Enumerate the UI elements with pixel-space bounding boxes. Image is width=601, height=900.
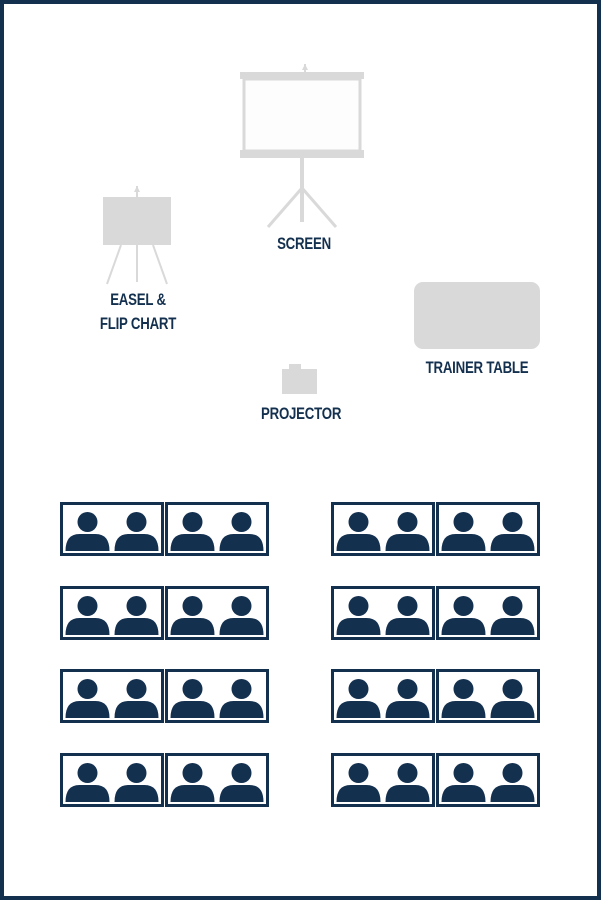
person-icon	[385, 596, 430, 635]
trainee-desk	[60, 669, 164, 723]
person-icon	[65, 512, 110, 551]
person-icon	[114, 679, 159, 718]
trainee-desk	[331, 502, 435, 556]
person-icon	[170, 679, 215, 718]
desk-occupants	[170, 512, 264, 551]
person-icon	[65, 596, 110, 635]
trainee-desk	[331, 669, 435, 723]
trainee-desk	[436, 669, 540, 723]
person-icon	[441, 596, 486, 635]
easel-label-line2: FLIP CHART	[99, 314, 177, 333]
desk-occupants	[65, 596, 159, 635]
easel-label-line1: EASEL &	[110, 290, 166, 309]
person-icon	[170, 596, 215, 635]
trainee-desk	[165, 753, 269, 807]
person-icon	[170, 512, 215, 551]
person-icon	[490, 679, 535, 718]
trainee-desk	[165, 502, 269, 556]
person-icon	[219, 763, 264, 802]
person-icon	[490, 763, 535, 802]
easel-flip-chart-icon	[103, 186, 171, 285]
desk-occupants	[441, 679, 535, 718]
projection-screen-icon	[240, 64, 364, 228]
person-icon	[336, 596, 381, 635]
person-icon	[219, 679, 264, 718]
trainee-desk	[60, 753, 164, 807]
desk-occupants	[336, 679, 430, 718]
person-icon	[490, 512, 535, 551]
desk-occupants	[336, 596, 430, 635]
person-icon	[336, 763, 381, 802]
desk-occupants	[65, 679, 159, 718]
desk-occupants	[336, 512, 430, 551]
desk-occupants	[441, 596, 535, 635]
person-icon	[441, 763, 486, 802]
person-icon	[65, 763, 110, 802]
trainee-desk	[60, 586, 164, 640]
person-icon	[170, 763, 215, 802]
person-icon	[385, 763, 430, 802]
trainer-table-shape	[414, 282, 540, 349]
trainee-desk	[165, 586, 269, 640]
trainee-desk	[331, 753, 435, 807]
desk-occupants	[441, 763, 535, 802]
desk-occupants	[336, 763, 430, 802]
person-icon	[219, 512, 264, 551]
trainer-table-label: TRAINER TABLE	[425, 358, 529, 377]
person-icon	[336, 512, 381, 551]
person-icon	[219, 596, 264, 635]
trainee-desk	[436, 753, 540, 807]
desk-occupants	[170, 679, 264, 718]
screen-label: SCREEN	[277, 234, 331, 253]
projector-icon	[282, 364, 317, 394]
person-icon	[114, 596, 159, 635]
trainee-desk	[436, 502, 540, 556]
trainee-desk	[60, 502, 164, 556]
desk-occupants	[170, 763, 264, 802]
trainee-desk	[436, 586, 540, 640]
person-icon	[336, 679, 381, 718]
desk-occupants	[65, 512, 159, 551]
desk-occupants	[170, 596, 264, 635]
person-icon	[490, 596, 535, 635]
person-icon	[441, 512, 486, 551]
person-icon	[114, 763, 159, 802]
desk-occupants	[65, 763, 159, 802]
trainee-desk	[165, 669, 269, 723]
person-icon	[385, 512, 430, 551]
trainee-desk	[331, 586, 435, 640]
person-icon	[65, 679, 110, 718]
projector-label: PROJECTOR	[261, 404, 342, 423]
person-icon	[114, 512, 159, 551]
person-icon	[441, 679, 486, 718]
desk-occupants	[441, 512, 535, 551]
person-icon	[385, 679, 430, 718]
